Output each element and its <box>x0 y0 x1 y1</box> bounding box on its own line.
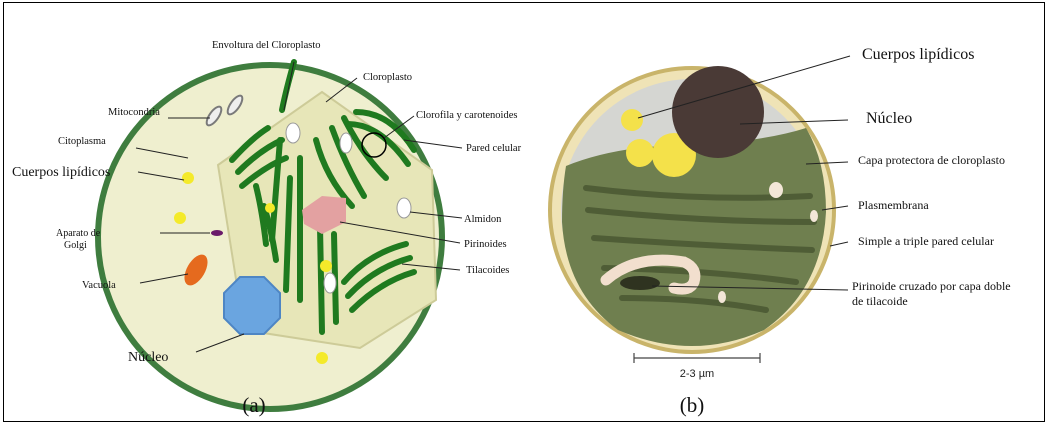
caption-a: (a) <box>242 393 265 417</box>
starch-grain-b <box>718 291 726 303</box>
panel-b <box>550 56 850 363</box>
label-envoltura: Envoltura del Cloroplasto <box>212 40 320 51</box>
label-capa-protectora: Capa protectora de cloroplasto <box>858 153 1005 167</box>
lipid-body <box>316 352 328 364</box>
label-nucleo-b: Núcleo <box>866 110 912 127</box>
lipid-body <box>182 172 194 184</box>
starch-grain <box>286 123 300 143</box>
caption-b: (b) <box>680 393 705 417</box>
label-golgi: Golgi <box>64 240 87 251</box>
lipid-body-b <box>621 109 643 131</box>
starch-grain-b <box>810 210 818 222</box>
label-cuerpos-lipidicos-b: Cuerpos lipídicos <box>862 46 974 63</box>
nucleus-a <box>224 277 280 334</box>
golgi-apparatus <box>211 230 223 236</box>
scale-label: 2-3 µm <box>680 368 714 380</box>
label-vacuola: Vacuola <box>82 280 116 291</box>
nucleus-b <box>672 66 764 158</box>
label-clorofila: Clorofila y carotenoides <box>416 110 517 121</box>
starch-grain <box>397 198 411 218</box>
label-pared-b: Simple a triple pared celular <box>858 234 994 248</box>
lipid-body <box>320 260 332 272</box>
starch-grain <box>324 273 336 293</box>
lipid-body <box>174 212 186 224</box>
label-tilacoides: Tilacoides <box>466 265 509 276</box>
label-citoplasma: Citoplasma <box>58 136 106 147</box>
starch-grain <box>340 133 352 153</box>
scale-bar <box>634 353 760 363</box>
label-plasmembrana: Plasmembrana <box>858 198 929 212</box>
label-pirinoide-2: de tilacoide <box>852 294 908 308</box>
label-aparato: Aparato de <box>56 228 101 239</box>
label-mitocondria: Mitocondria <box>108 107 160 118</box>
label-cloroplasto: Cloroplasto <box>363 72 412 83</box>
lipid-body-b <box>626 139 654 167</box>
label-pirinoides: Pirinoides <box>464 239 507 250</box>
starch-grain-b <box>769 182 783 198</box>
label-nucleo-a: Núcleo <box>128 350 168 365</box>
label-pirinoide-1: Pirinoide cruzado por capa doble <box>852 279 1011 293</box>
label-almidon: Almidon <box>464 214 502 225</box>
lipid-body <box>265 203 275 213</box>
pyrenoid-core <box>620 276 660 290</box>
label-cuerpos-lipidicos-a: Cuerpos lipídicos <box>12 165 110 180</box>
label-pared-celular: Pared celular <box>466 143 522 154</box>
